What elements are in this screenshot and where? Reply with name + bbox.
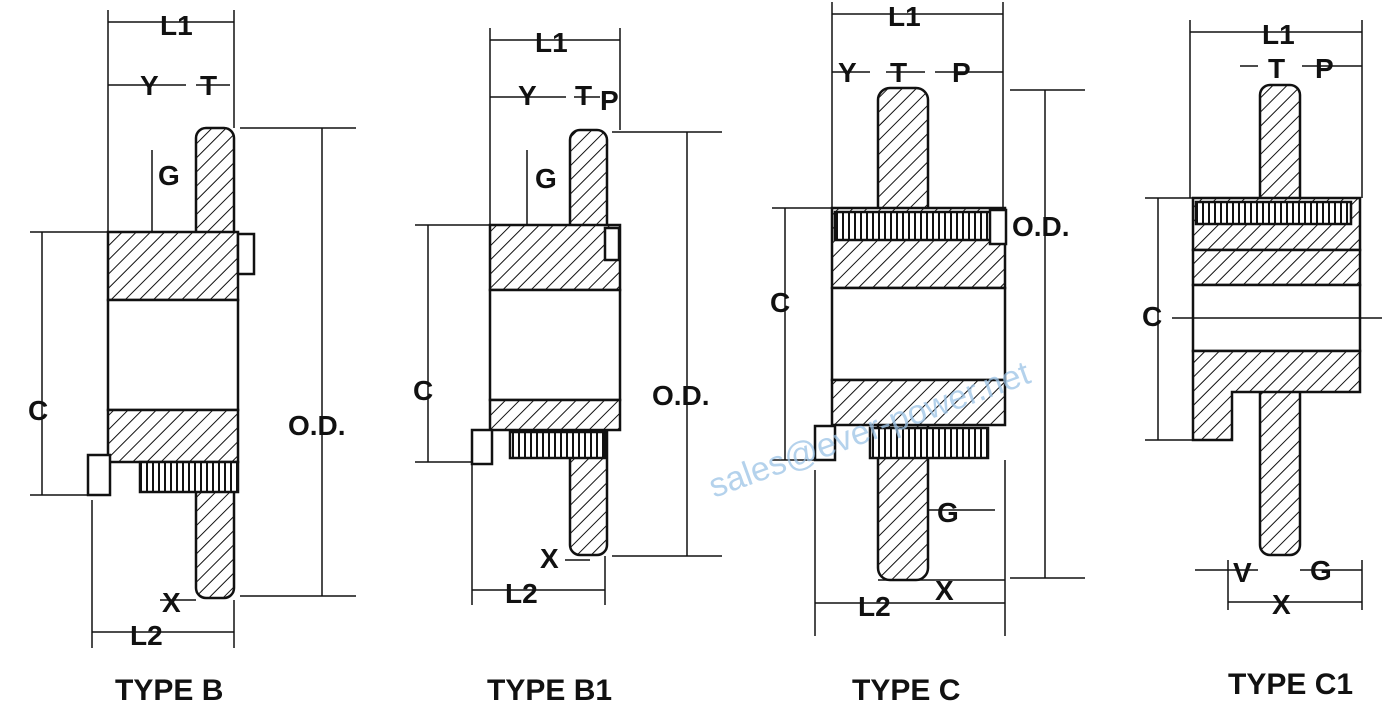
type-b1-title: TYPE B1 — [487, 674, 612, 707]
dim-g: G — [158, 160, 180, 191]
bolt-thread — [833, 210, 997, 242]
dim-v: V — [1233, 557, 1252, 588]
dim-l2: L2 — [505, 578, 538, 609]
bore — [488, 288, 622, 402]
hub-lower — [830, 378, 1007, 427]
dim-c: C — [28, 395, 48, 426]
dim-l1: L1 — [888, 1, 921, 32]
dim-od: O.D. — [652, 380, 710, 411]
diagram-type-b: L1 Y T G C O.D. X L2 TYPE B — [28, 10, 356, 707]
bolt-head — [470, 428, 494, 466]
hub-lower — [488, 398, 622, 432]
hub-upper — [488, 223, 622, 292]
dimension-lines — [30, 10, 356, 648]
bolt-head — [603, 226, 621, 262]
dim-c: C — [413, 375, 433, 406]
dim-p: P — [952, 57, 971, 88]
dim-od: O.D. — [288, 410, 346, 441]
dim-t: T — [890, 57, 907, 88]
dim-x: X — [935, 575, 954, 606]
type-b-title: TYPE B — [115, 674, 223, 707]
dim-x: X — [1272, 589, 1291, 620]
dim-l2: L2 — [858, 591, 891, 622]
bolt-thread — [508, 430, 607, 460]
dim-t: T — [575, 80, 592, 111]
dim-g: G — [535, 163, 557, 194]
bore — [830, 286, 1007, 382]
hub-upper — [106, 230, 240, 302]
dimension-lines — [772, 2, 1085, 636]
dim-c: C — [770, 287, 790, 318]
bolt-head — [813, 424, 837, 462]
type-c1-title: TYPE C1 — [1228, 668, 1353, 701]
dim-t: T — [1268, 53, 1285, 84]
dim-l1: L1 — [535, 27, 568, 58]
bolt-head — [236, 232, 256, 276]
dim-od: O.D. — [1012, 211, 1070, 242]
dim-l1: L1 — [160, 10, 193, 41]
bolt-thread — [138, 460, 240, 494]
hub-taper — [1191, 248, 1362, 287]
diagram-type-c1: L1 T P C V G X TYPE C1 — [1142, 19, 1382, 701]
bolt-thread — [1194, 200, 1353, 226]
dim-g: G — [1310, 555, 1332, 586]
dim-x: X — [162, 587, 181, 618]
dim-p: P — [600, 85, 619, 116]
bolt-thread — [868, 426, 990, 460]
bolt-head — [988, 208, 1008, 246]
dim-y: Y — [518, 80, 537, 111]
dim-y: Y — [838, 57, 857, 88]
dim-y: Y — [140, 70, 159, 101]
dim-x: X — [540, 543, 559, 574]
bolt-head — [86, 453, 112, 497]
dimension-lines — [1145, 20, 1382, 610]
type-c-title: TYPE C — [852, 674, 960, 707]
dim-p: P — [1315, 53, 1334, 84]
hub-lower — [106, 408, 240, 464]
bore — [106, 298, 240, 412]
dim-t: T — [200, 70, 217, 101]
diagram-type-b1: L1 Y T P G C O.D. X L2 TYPE B1 — [413, 27, 722, 707]
diagram-type-c: L1 Y T P O.D. C G L2 X TYPE C — [770, 1, 1085, 707]
dim-g: G — [937, 497, 959, 528]
dim-l1: L1 — [1262, 19, 1295, 50]
dim-c: C — [1142, 301, 1162, 332]
dimension-lines — [415, 28, 722, 605]
dim-l2: L2 — [130, 620, 163, 651]
